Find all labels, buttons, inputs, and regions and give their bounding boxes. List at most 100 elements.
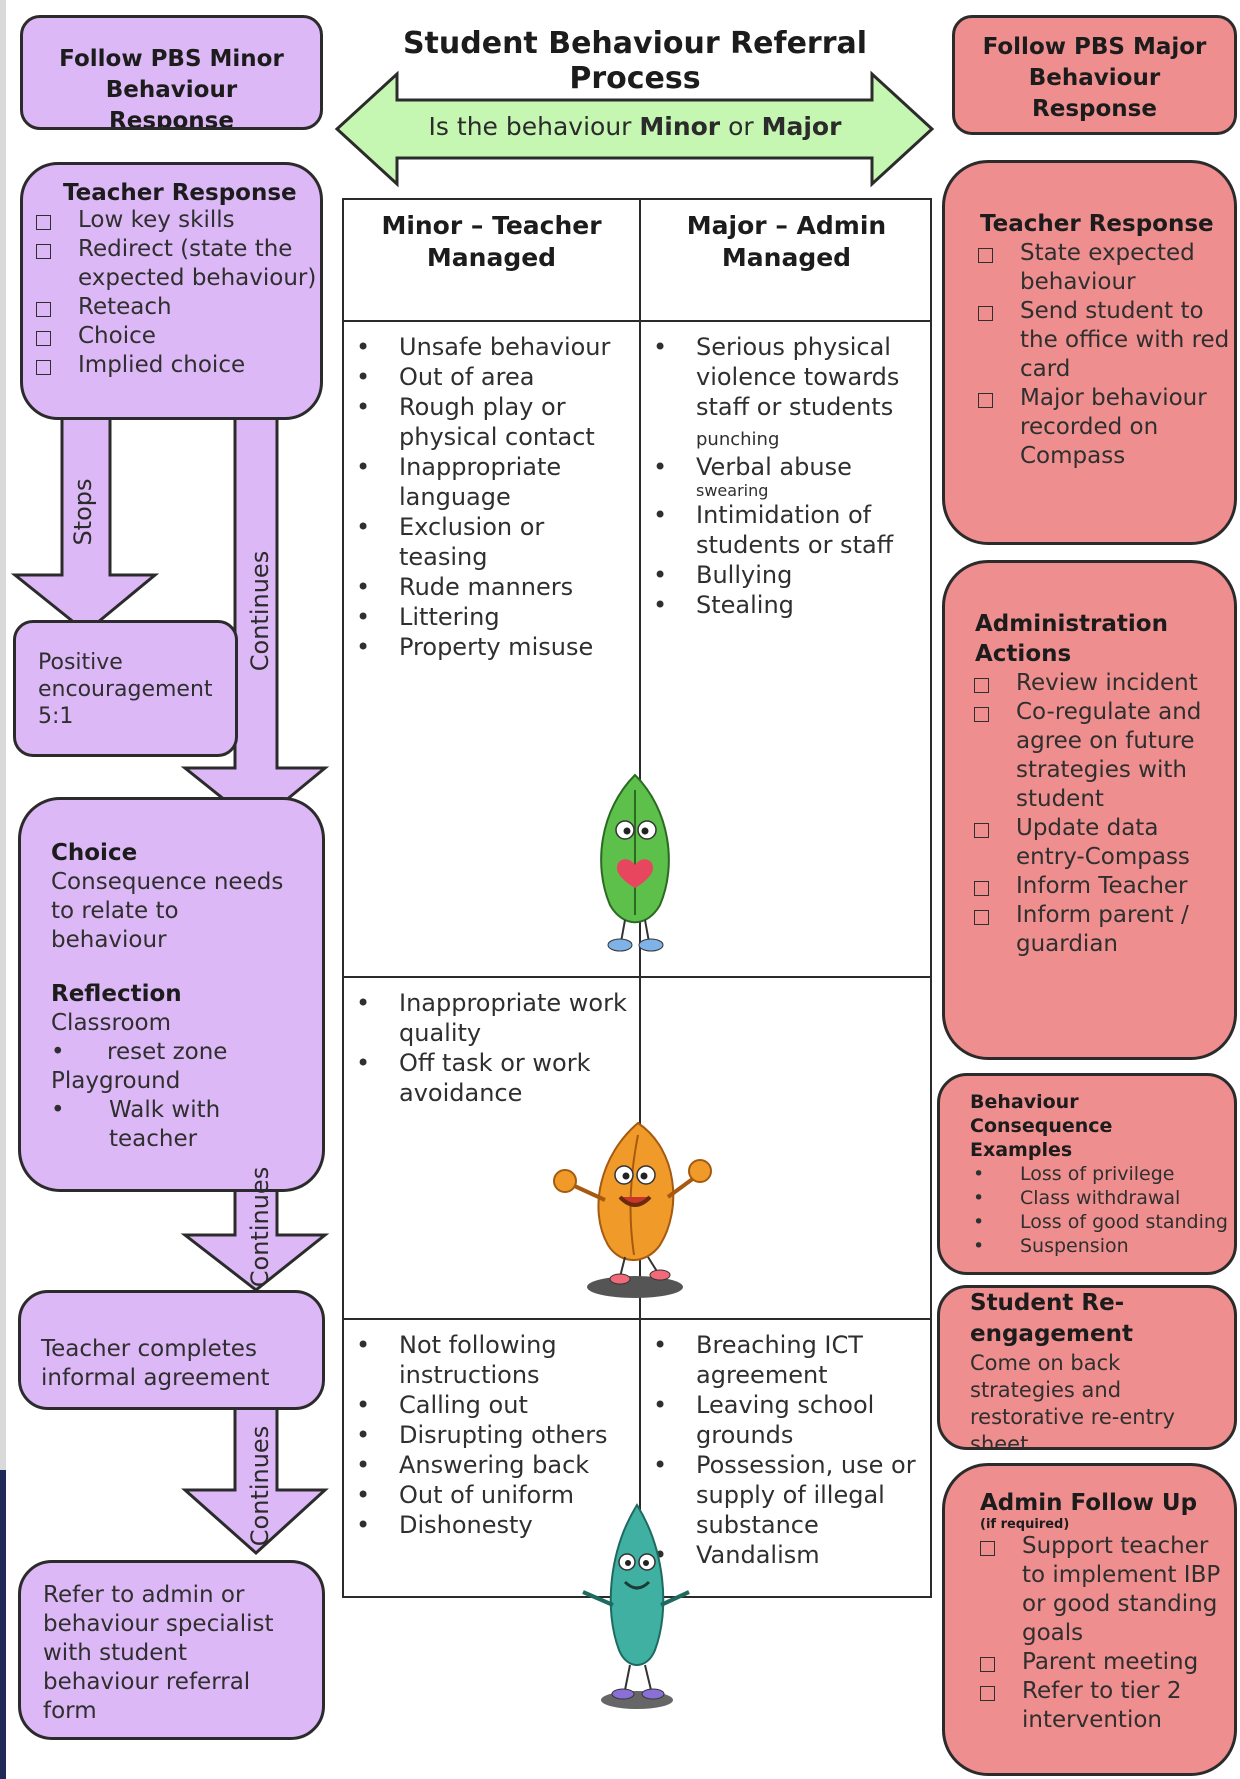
table-divider-row1 — [344, 976, 930, 978]
playground-list: Walk with teacher — [39, 1096, 322, 1154]
table-divider-header — [344, 320, 930, 322]
list-item: Low key skills — [23, 206, 320, 235]
teacher-response-minor-title: Teacher Response — [63, 180, 297, 206]
reflection-title: Reflection — [51, 981, 182, 1007]
positive-encouragement-text: Positive encouragement 5:1 — [38, 650, 213, 729]
continues-label-3: Continues — [246, 1425, 274, 1547]
teacher-response-minor-list: Low key skills Redirect (state the expec… — [23, 206, 320, 380]
list-item: Inappropriate language — [344, 452, 639, 512]
list-item: Calling out — [344, 1390, 639, 1420]
list-item: Off task or work avoidance — [344, 1048, 639, 1108]
list-item: Reteach — [23, 293, 320, 322]
list-item: Unsafe behaviour — [344, 332, 639, 362]
list-item: Inform parent / guardian — [961, 901, 1234, 959]
list-item: Update data entry-Compass — [961, 814, 1234, 872]
row3-minor-list: Not following instructions Calling out D… — [344, 1330, 639, 1540]
student-reengagement-text: Come on back strategies and restorative … — [970, 1351, 1175, 1450]
list-item: Inappropriate work quality — [344, 988, 639, 1048]
list-item: reset zone — [39, 1038, 322, 1067]
continues-label-1: Continues — [246, 550, 274, 672]
list-item: Send student to the office with red card — [965, 297, 1234, 384]
list-item: Leaving school grounds — [641, 1390, 931, 1450]
list-item: Co-regulate and agree on future strategi… — [961, 698, 1234, 814]
administration-actions-title: Administration Actions — [975, 611, 1168, 667]
list-item: Not following instructions — [344, 1330, 639, 1390]
classroom-list: reset zone — [39, 1038, 322, 1067]
teal-leaf-mascot-image — [582, 1503, 690, 1709]
minor-or-major-question: Is the behaviour Minor or Major — [428, 112, 842, 141]
list-item: Bullying — [641, 560, 931, 590]
list-item: Property misuse — [344, 632, 639, 662]
admin-follow-up-list: Support teacher to implement IBP or good… — [967, 1532, 1234, 1735]
list-item: Rough play or physical contact — [344, 392, 639, 452]
playground-label: Playground — [51, 1068, 181, 1094]
row3-major-list: Breaching ICT agreement Leaving school g… — [641, 1330, 931, 1570]
list-item: Refer to tier 2 intervention — [967, 1677, 1234, 1735]
list-item: Serious physical violence towards staff … — [641, 332, 931, 452]
consequence-examples-list: Loss of privilege Class withdrawal Loss … — [970, 1162, 1234, 1258]
list-item: Suspension — [970, 1234, 1234, 1258]
refer-admin-box: Refer to admin or behaviour specialist w… — [18, 1560, 325, 1740]
minor-column-header: Minor – Teacher Managed — [381, 211, 602, 272]
list-item: Exclusion or teasing — [344, 512, 639, 572]
informal-agreement-box: Teacher completes informal agreement — [18, 1290, 325, 1410]
continues-label-2: Continues — [246, 1166, 274, 1288]
minor-major-double-arrow — [334, 70, 935, 188]
classroom-label: Classroom — [51, 1010, 172, 1036]
choice-reflection-box: Choice Consequence needs to relate to be… — [18, 797, 325, 1192]
list-item: Review incident — [961, 669, 1234, 698]
list-item: Disrupting others — [344, 1420, 639, 1450]
positive-encouragement-box: Positive encouragement 5:1 — [13, 620, 238, 757]
row1-minor-list: Unsafe behaviour Out of area Rough play … — [344, 332, 639, 662]
choice-title: Choice — [51, 840, 138, 866]
list-item: Loss of privilege — [970, 1162, 1234, 1186]
orange-leaf-mascot-image — [553, 1121, 712, 1298]
list-item: Answering back — [344, 1450, 639, 1480]
refer-admin-text: Refer to admin or behaviour specialist w… — [43, 1582, 274, 1724]
list-item: Choice — [23, 322, 320, 351]
stops-label: Stops — [69, 478, 97, 546]
teacher-response-minor-box: Teacher Response Low key skills Redirect… — [20, 162, 323, 420]
list-item: State expected behaviour — [965, 239, 1234, 297]
page-title: Student Behaviour Referral Process — [402, 26, 868, 96]
choice-text: Consequence needs to relate to behaviour — [51, 869, 284, 953]
list-item: Possession, use or supply of illegal sub… — [641, 1450, 931, 1540]
admin-follow-up-title: Admin Follow Up — [980, 1490, 1198, 1516]
list-item: Major behaviour recorded on Compass — [965, 384, 1234, 471]
continues-arrow-3 — [181, 1403, 329, 1556]
list-item: Out of uniform — [344, 1480, 639, 1510]
consequence-examples-box: Behaviour Consequence Examples Loss of p… — [937, 1073, 1237, 1275]
informal-agreement-text: Teacher completes informal agreement — [41, 1336, 270, 1391]
list-item: Dishonesty — [344, 1510, 639, 1540]
list-item: Breaching ICT agreement — [641, 1330, 931, 1390]
student-reengagement-title: Student Re-engagement — [970, 1290, 1133, 1347]
row2-minor-list: Inappropriate work quality Off task or w… — [344, 988, 639, 1108]
list-item: Stealing — [641, 590, 931, 620]
admin-follow-up-box: Admin Follow Up (if required) Support te… — [942, 1463, 1237, 1776]
list-item: Out of area — [344, 362, 639, 392]
stops-arrow — [10, 408, 160, 634]
list-item: Inform Teacher — [961, 872, 1234, 901]
teacher-response-major-box: Teacher Response State expected behaviou… — [942, 160, 1237, 545]
administration-actions-box: Administration Actions Review incident C… — [942, 560, 1237, 1060]
consequence-examples-title: Behaviour Consequence Examples — [970, 1091, 1113, 1161]
pbs-minor-response-box: Follow PBS Minor Behaviour Response — [20, 15, 323, 130]
student-reengagement-box: Student Re-engagement Come on back strat… — [937, 1285, 1237, 1450]
pbs-minor-response-title: Follow PBS Minor Behaviour Response — [59, 46, 284, 130]
list-item: Littering — [344, 602, 639, 632]
list-item: Class withdrawal — [970, 1186, 1234, 1210]
left-edge-bar — [0, 0, 6, 1779]
left-edge-accent — [0, 1470, 6, 1779]
teacher-response-major-list: State expected behaviour Send student to… — [965, 239, 1234, 471]
admin-follow-up-note: (if required) — [980, 1517, 1070, 1532]
list-item: Intimidation of students or staff — [641, 500, 931, 560]
green-leaf-mascot-image — [600, 773, 670, 952]
list-item: Loss of good standing — [970, 1210, 1234, 1234]
teacher-response-major-title: Teacher Response — [980, 211, 1214, 237]
major-column-header: Major – Admin Managed — [686, 211, 887, 272]
list-item: Support teacher to implement IBP or good… — [967, 1532, 1234, 1648]
list-item: Parent meeting — [967, 1648, 1234, 1677]
table-divider-row2 — [344, 1318, 930, 1320]
list-item: Walk with teacher — [39, 1096, 322, 1154]
